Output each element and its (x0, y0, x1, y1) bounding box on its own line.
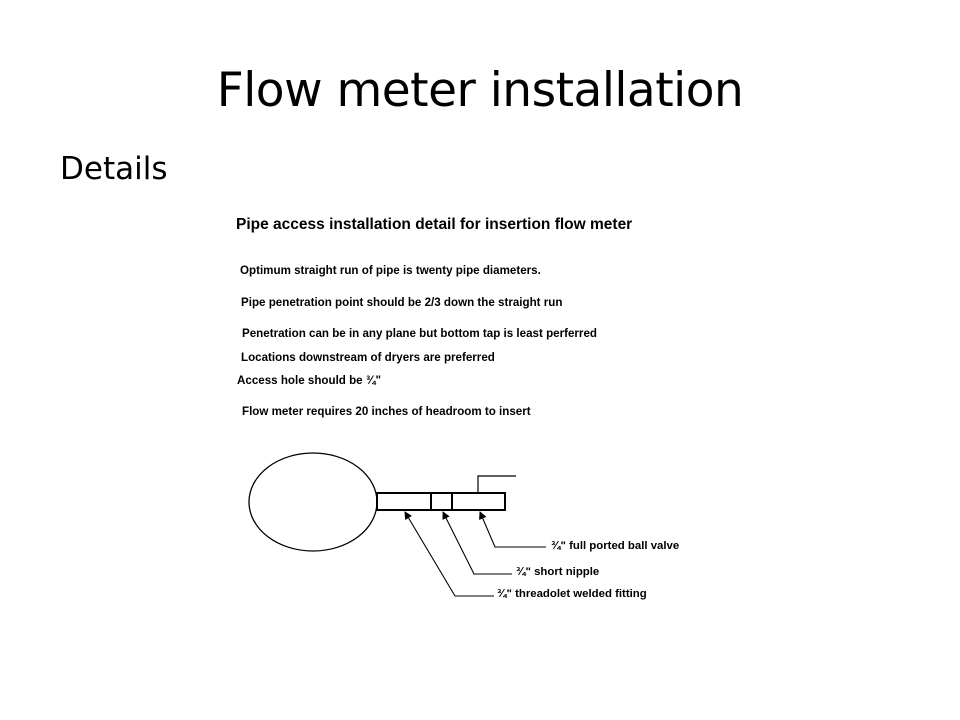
diagram-title: Pipe access installation detail for inse… (236, 216, 633, 233)
threadolet-label: ¾" threadolet welded fitting (497, 588, 647, 600)
valve-handle (477, 475, 516, 493)
ball-valve-leader (479, 511, 546, 548)
pipe-cross-section (248, 452, 378, 552)
note-dryer-location: Locations downstream of dryers are prefe… (241, 351, 495, 364)
threadolet-leader (404, 511, 494, 597)
short-nipple-label: ¾" short nipple (516, 566, 600, 578)
fitting-assembly (376, 492, 506, 511)
ball-valve-label: ¾" full ported ball valve (551, 540, 680, 552)
short-nipple (430, 492, 453, 511)
note-straight-run: Optimum straight run of pipe is twenty p… (240, 264, 541, 277)
note-access-hole: Access hole should be ¾" (237, 374, 382, 387)
short-nipple-leader (442, 511, 512, 575)
slide-subtitle: Details (60, 151, 168, 187)
note-headroom: Flow meter requires 20 inches of headroo… (242, 405, 531, 418)
threadolet-fitting (376, 492, 432, 511)
note-penetration-point: Pipe penetration point should be 2/3 dow… (241, 296, 563, 309)
ball-valve (451, 492, 506, 511)
note-penetration-plane: Penetration can be in any plane but bott… (242, 327, 597, 340)
slide-title: Flow meter installation (216, 63, 744, 118)
